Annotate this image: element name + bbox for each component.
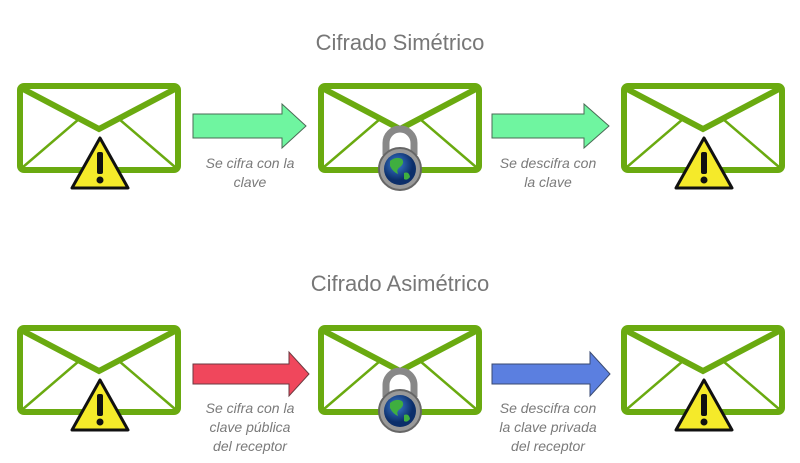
caption-line: Se cifra con la bbox=[205, 400, 295, 416]
caption-line: clave pública bbox=[209, 419, 291, 435]
arrow-encrypt-symmetric bbox=[192, 102, 307, 150]
arrow-encrypt-asymmetric bbox=[192, 350, 310, 398]
caption-line: del receptor bbox=[213, 438, 287, 454]
caption-line: la clave privada bbox=[499, 419, 597, 435]
caption-encrypt-symmetric: Se cifra con la clave bbox=[180, 154, 320, 192]
caption-line: del receptor bbox=[511, 438, 585, 454]
caption-decrypt-symmetric: Se descifra con la clave bbox=[478, 154, 618, 192]
title-symmetric: Cifrado Simétrico bbox=[315, 30, 485, 55]
arrow-decrypt-symmetric bbox=[491, 102, 610, 150]
caption-decrypt-asymmetric: Se descifra con la clave privada del rec… bbox=[478, 399, 618, 456]
caption-line: Se descifra con bbox=[499, 155, 597, 171]
caption-line: clave bbox=[233, 174, 267, 190]
title-asymmetric: Cifrado Asimétrico bbox=[310, 271, 490, 296]
caption-encrypt-asymmetric: Se cifra con la clave pública del recept… bbox=[180, 399, 320, 456]
arrow-decrypt-asymmetric bbox=[491, 350, 611, 398]
caption-line: Se descifra con bbox=[499, 400, 597, 416]
caption-line: la clave bbox=[524, 174, 572, 190]
caption-line: Se cifra con la bbox=[205, 155, 295, 171]
